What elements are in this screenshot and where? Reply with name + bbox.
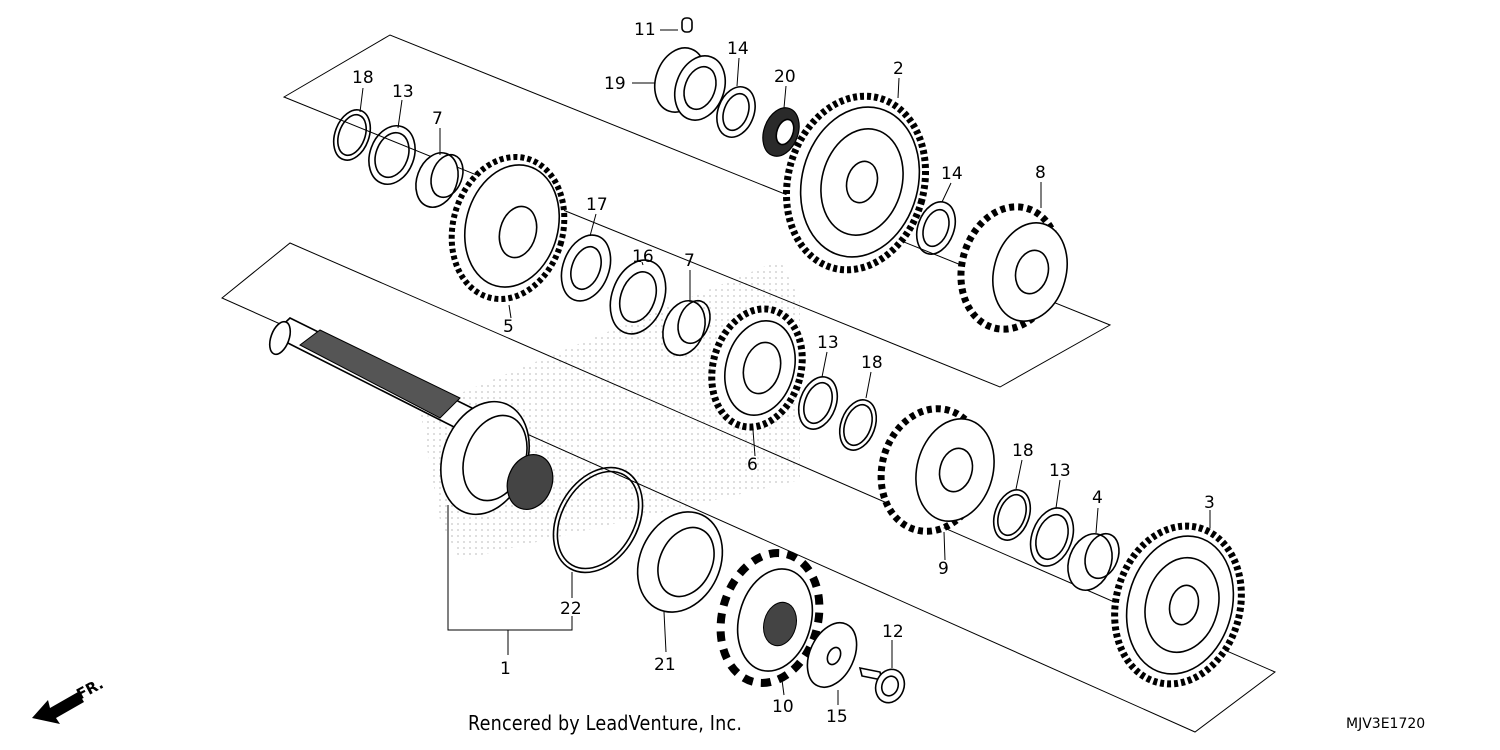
gear-5 (448, 154, 568, 302)
bushing-7-middle (662, 299, 711, 356)
washer-13-middle (797, 376, 839, 430)
label-part-2: 2 (893, 59, 904, 79)
bushing-4 (1067, 532, 1120, 591)
label-part-13-lower: 13 (1049, 461, 1071, 481)
label-part-11: 11 (634, 20, 656, 40)
upper-shaft-frame (282, 34, 1112, 388)
needle-bearing-20 (762, 107, 800, 157)
footer-credit: Rencered by LeadVenture, Inc. (468, 711, 743, 735)
washer-plate-15 (806, 622, 858, 688)
lower-shaft-frame (221, 242, 1276, 733)
label-part-4: 4 (1092, 488, 1103, 508)
splined-washer-16 (609, 259, 667, 335)
label-part-3: 3 (1204, 493, 1215, 513)
label-part-20: 20 (774, 67, 796, 87)
gear-2 (782, 92, 930, 274)
label-part-7-upper: 7 (432, 109, 443, 129)
label-part-18-middle: 18 (861, 353, 883, 373)
washer-13-upper (368, 125, 416, 185)
gear-8 (957, 203, 1068, 333)
bushing-7-upper (415, 152, 464, 208)
label-part-1: 1 (500, 659, 511, 679)
bolt-12 (858, 666, 906, 704)
label-part-8: 8 (1035, 163, 1046, 183)
gear-3 (1111, 522, 1245, 688)
washer-14-right (915, 201, 957, 255)
label-part-5: 5 (503, 317, 514, 337)
label-part-7-middle: 7 (684, 251, 695, 271)
bearing-19 (653, 47, 727, 121)
gear-9 (877, 405, 995, 535)
dowel-pin-11 (681, 17, 693, 33)
mainshaft-1 (268, 317, 554, 516)
lock-washer-17 (560, 234, 612, 302)
label-part-10: 10 (772, 697, 794, 717)
washer-14-upper (716, 86, 756, 138)
label-part-21: 21 (654, 655, 676, 675)
washer-13-lower (1029, 507, 1075, 567)
label-part-18-lower: 18 (1012, 441, 1034, 461)
circlip-18-middle (838, 399, 878, 451)
label-part-14-right: 14 (941, 164, 963, 184)
label-part-19: 19 (604, 74, 626, 94)
label-part-12: 12 (882, 622, 904, 642)
drive-sprocket-10 (716, 549, 824, 687)
label-part-16: 16 (632, 247, 654, 267)
label-part-17: 17 (586, 195, 608, 215)
label-part-18-upper: 18 (352, 68, 374, 88)
oil-seal-21 (636, 511, 724, 613)
leader-lines (359, 29, 1211, 705)
label-part-13-upper: 13 (392, 82, 414, 102)
diagram-code: MJV3E1720 (1346, 716, 1426, 732)
gear-6 (708, 305, 806, 431)
label-part-14-upper: 14 (727, 39, 749, 59)
label-part-15: 15 (826, 707, 848, 727)
circlip-18-upper (332, 109, 372, 161)
circlip-18-lower (992, 489, 1032, 541)
label-part-22: 22 (560, 599, 582, 619)
label-part-6: 6 (747, 455, 758, 475)
label-part-9: 9 (938, 559, 949, 579)
label-part-13-middle: 13 (817, 333, 839, 353)
o-ring-22 (552, 466, 644, 574)
front-direction-arrow-icon (32, 692, 84, 724)
